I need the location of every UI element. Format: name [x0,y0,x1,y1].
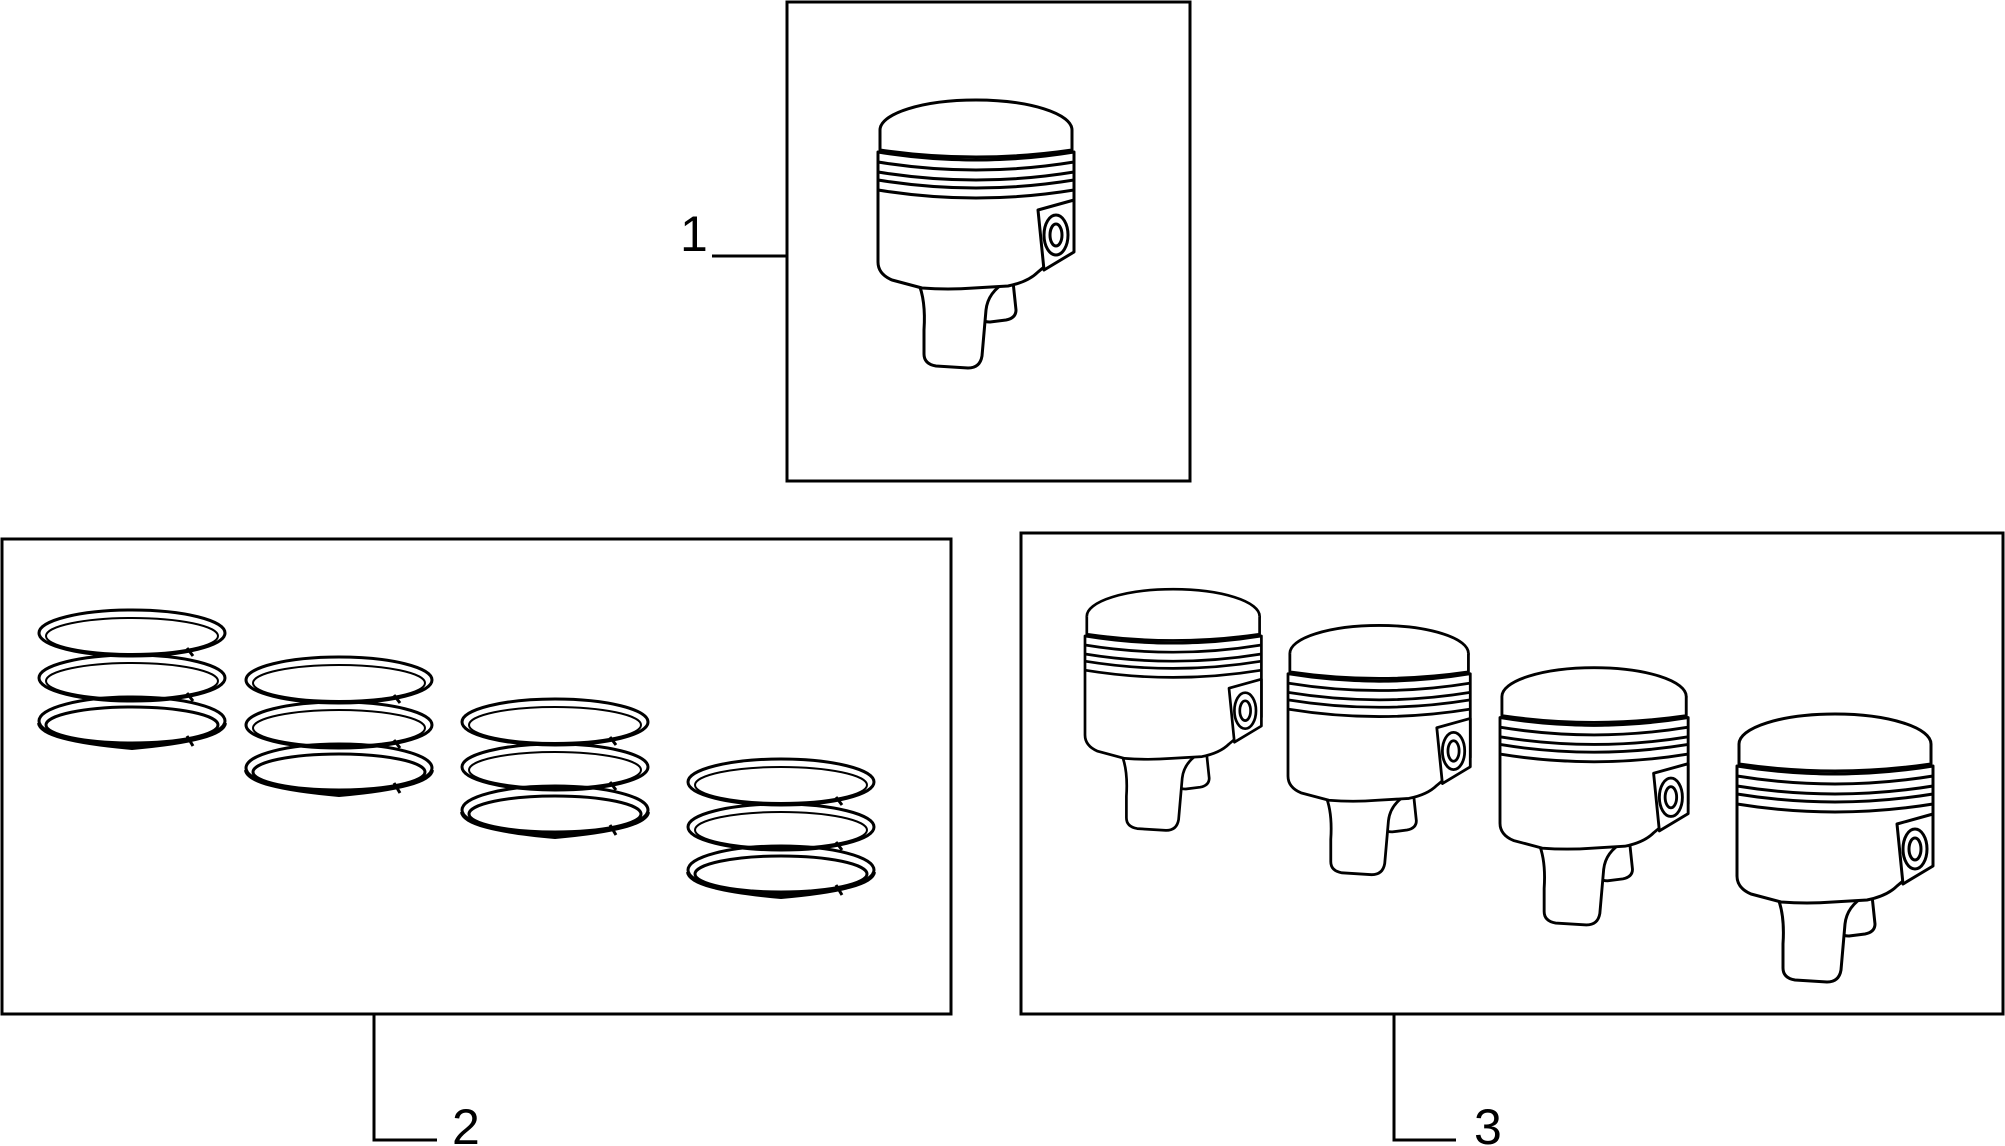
piston-set-item-4 [1735,712,1935,984]
callout-1: 1 [680,206,708,262]
piston-ring-set-1 [37,608,227,750]
part-box-3 [1019,531,2005,1016]
callout-2: 2 [452,1099,480,1146]
piston-set-item-3 [1498,666,1690,927]
piston-ring-set-3 [460,697,650,839]
piston-single [876,98,1076,370]
callout-3: 3 [1474,1099,1502,1146]
piston-ring-set-2 [244,655,434,797]
piston-set-item-2 [1286,624,1472,877]
piston-ring-set-4 [686,757,876,899]
leader-line-3 [1392,1014,1456,1142]
leader-line-2 [372,1014,437,1142]
part-box-1 [785,0,1192,483]
part-box-2 [0,537,953,1016]
piston-set-item-1 [1083,587,1263,832]
